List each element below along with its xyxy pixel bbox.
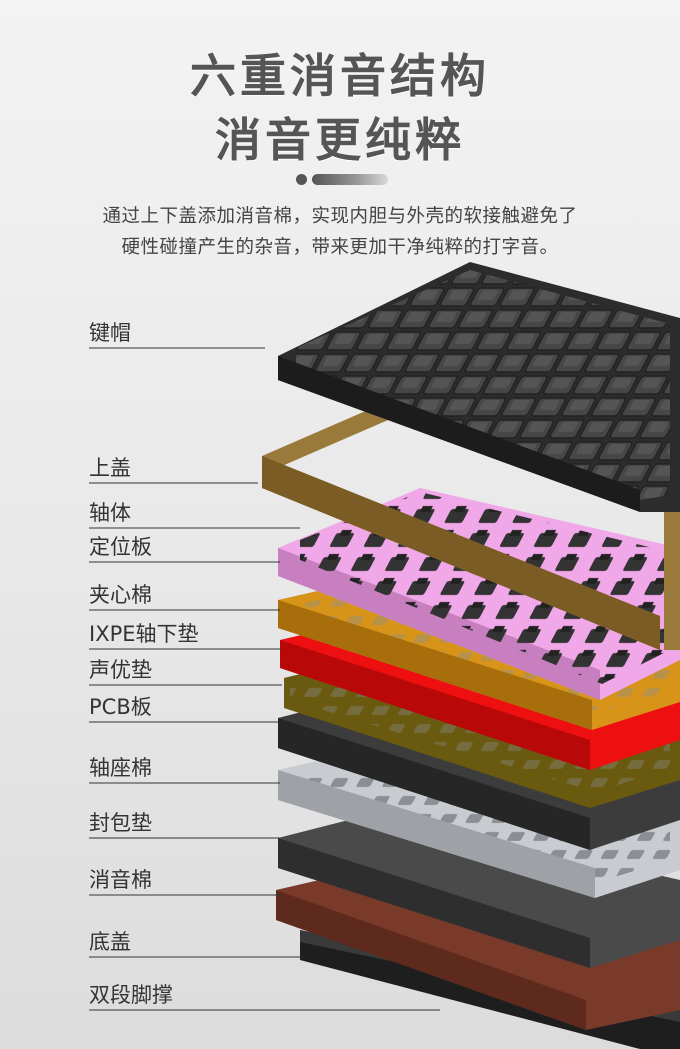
page-title-line2: 消音更纯粹 (215, 113, 465, 167)
indicator-bar-active[interactable] (312, 174, 388, 185)
packing-pad-layer (278, 812, 680, 968)
layer-label-switch: 轴体 (89, 501, 131, 525)
layer-label-ixpe-pad: IXPE轴下垫 (89, 622, 199, 646)
description-line2: 硬性碰撞产生的杂音，带来更加干净纯粹的打字音。 (121, 237, 559, 258)
layer-label-packing-pad: 封包垫 (89, 811, 152, 835)
layer-label-pcb: PCB板 (89, 695, 152, 719)
page-title-line1: 六重消音结构 (190, 49, 490, 103)
layer-label-top-cover: 上盖 (89, 456, 131, 480)
layer-label-socket-foam: 轴座棉 (89, 756, 152, 780)
layer-label-two-stage-feet: 双段脚撑 (89, 983, 173, 1007)
leader-lines (89, 347, 440, 1011)
socket-foam-layer (278, 745, 680, 898)
keycap-layer (278, 262, 680, 512)
layer-label-keycap: 键帽 (89, 321, 131, 345)
layer-label-sandwich-foam: 夹心棉 (89, 583, 152, 607)
silencing-foam-layer (276, 866, 680, 1030)
description-line1: 通过上下盖添加消音棉，实现内胆与外壳的软接触避免了 (102, 206, 578, 227)
layer-label-sound-pad: 声优垫 (89, 658, 152, 682)
indicator-dot[interactable] (296, 174, 307, 185)
layer-label-silencing-foam: 消音棉 (89, 868, 152, 892)
layer-label-plate: 定位板 (89, 535, 152, 559)
layer-label-bottom-cover: 底盖 (89, 930, 131, 954)
